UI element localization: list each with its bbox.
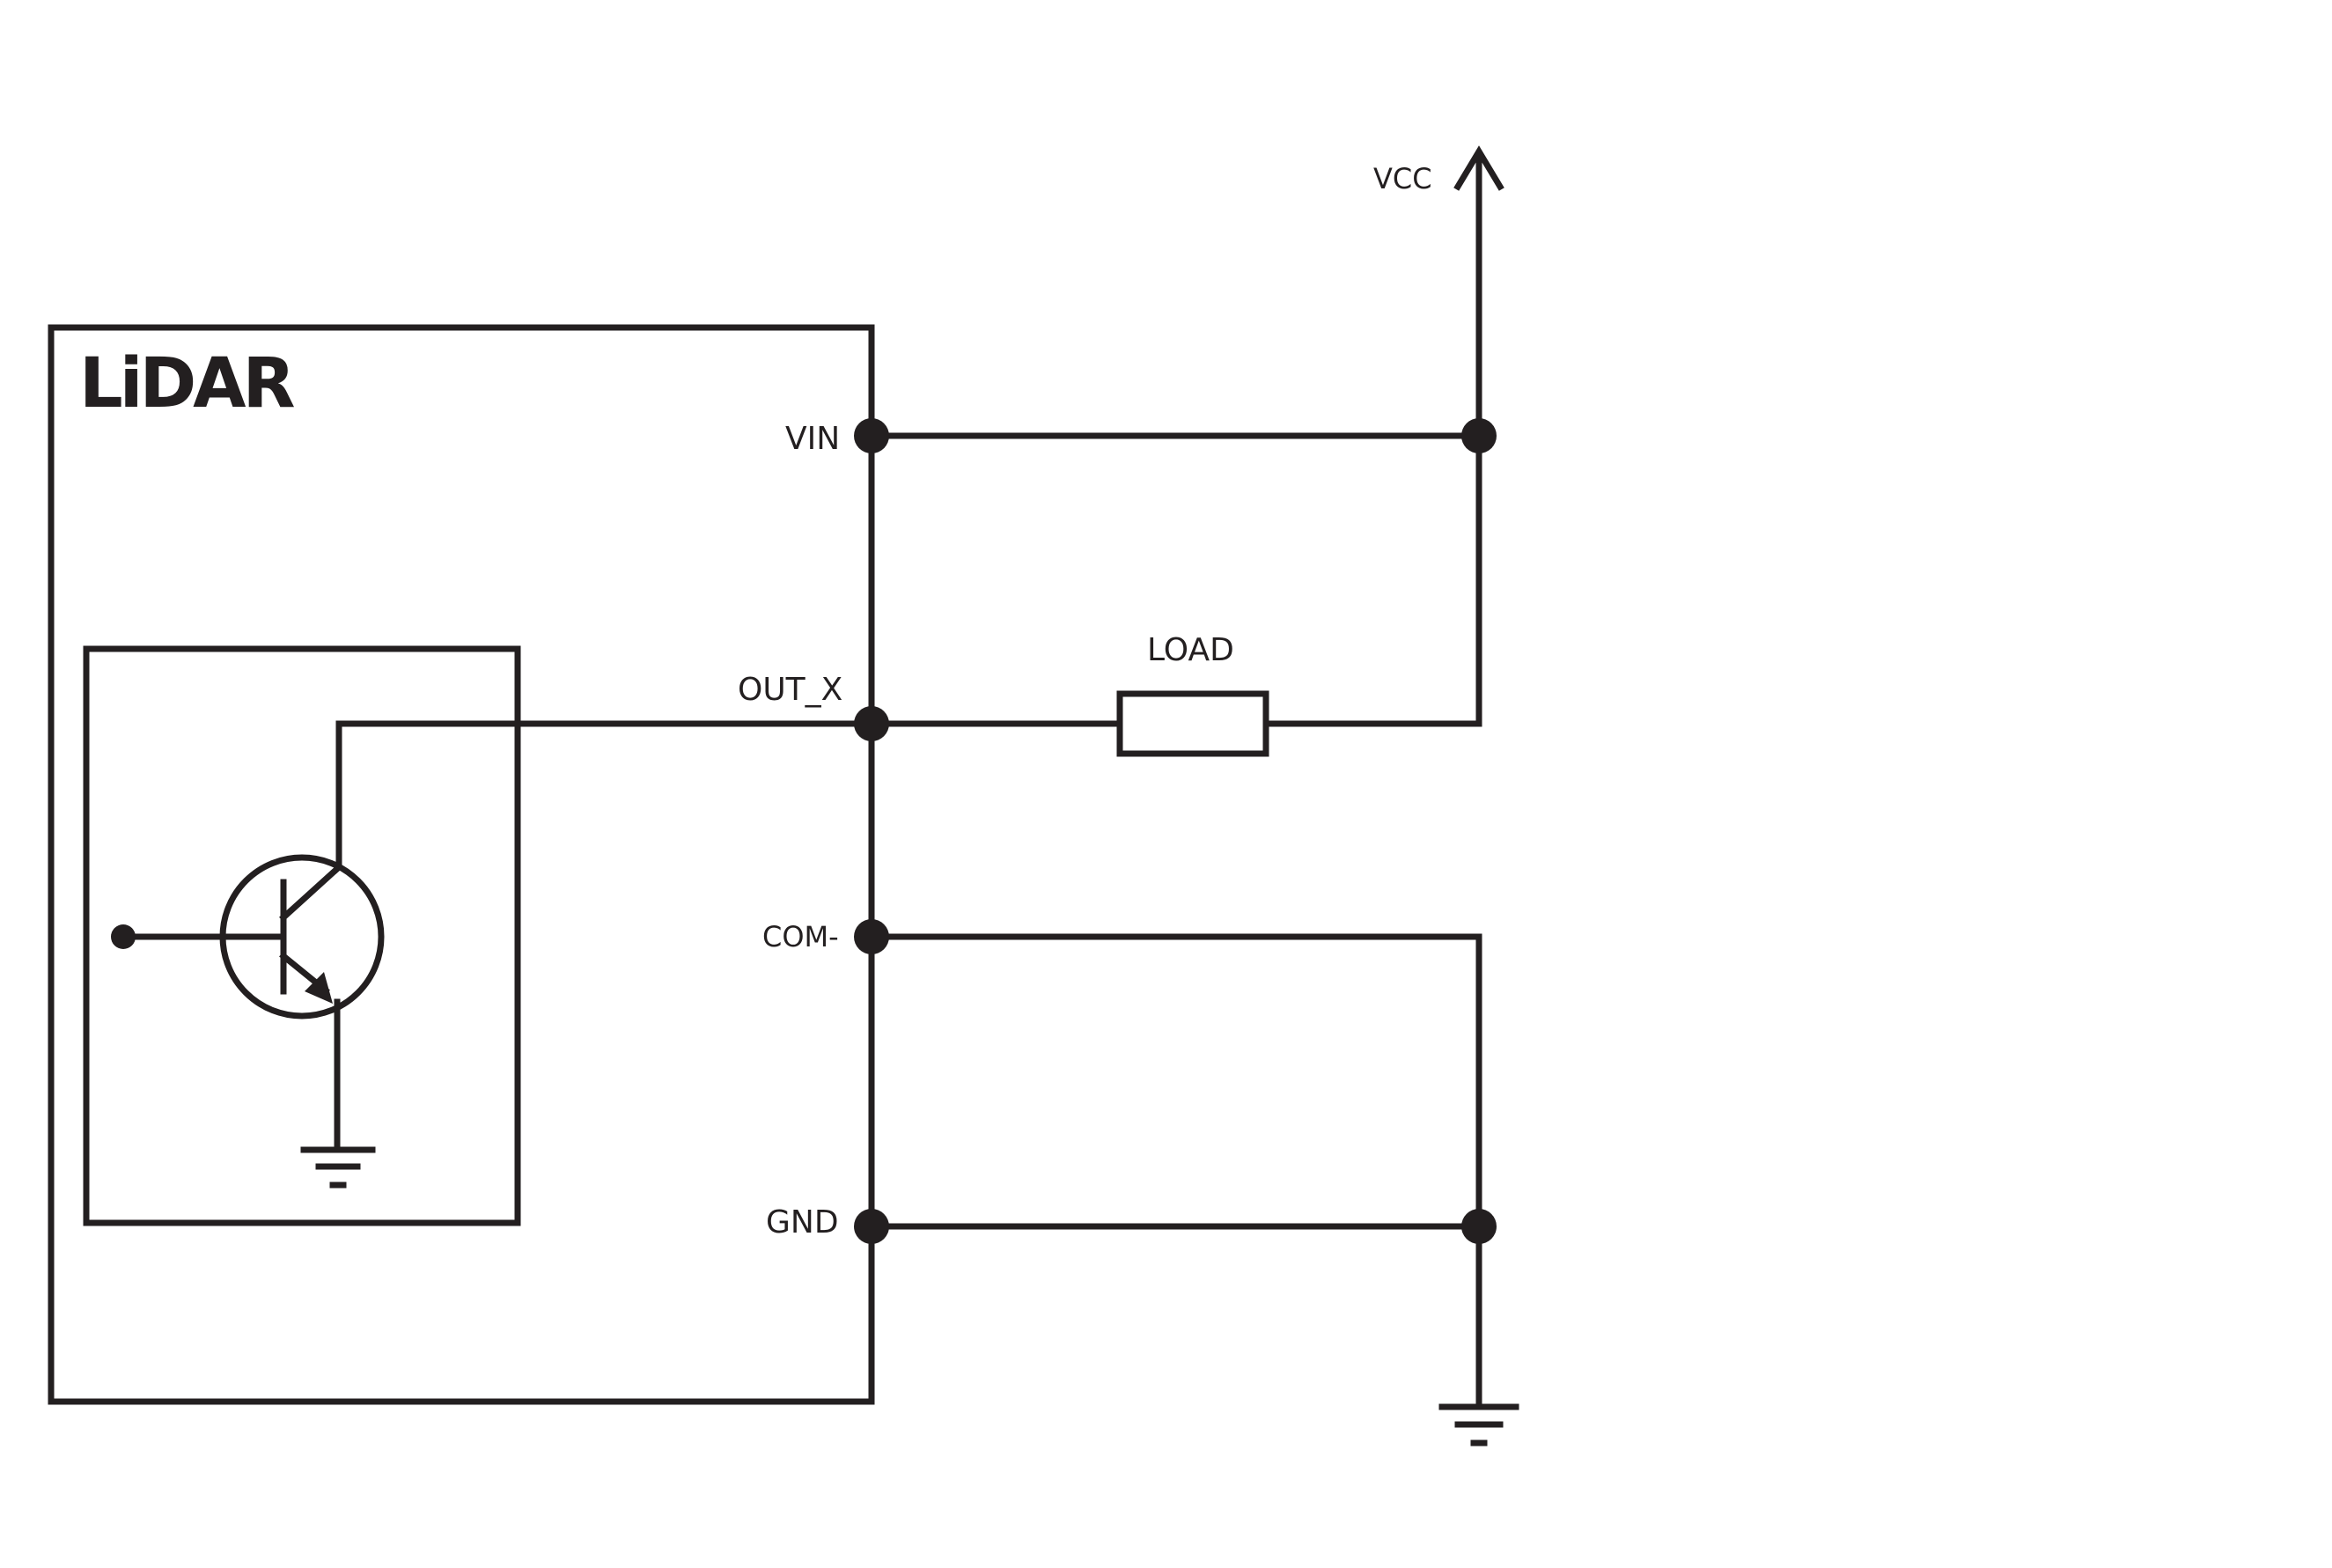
pin-label-gnd: GND [766,1204,839,1240]
pin-label-vin: VIN [785,421,840,457]
lidar-module-box [48,324,875,1405]
collector-wire [335,720,877,871]
base-terminal [111,924,136,949]
npn-transistor-icon [120,854,385,1020]
load-resistor-icon [1116,690,1269,757]
external-ground-icon [1438,1403,1519,1447]
output-stage-box [83,645,521,1226]
com-wire [868,933,1482,1230]
pin-label-com: COM- [762,920,839,953]
pin-label-out-x: OUT_X [738,672,842,708]
vcc-label: VCC [1373,162,1432,195]
lidar-title: LiDAR [79,344,295,423]
internal-ground-icon [300,1146,376,1189]
vcc-arrow-icon [1453,145,1504,191]
load-label: LOAD [1147,632,1234,668]
